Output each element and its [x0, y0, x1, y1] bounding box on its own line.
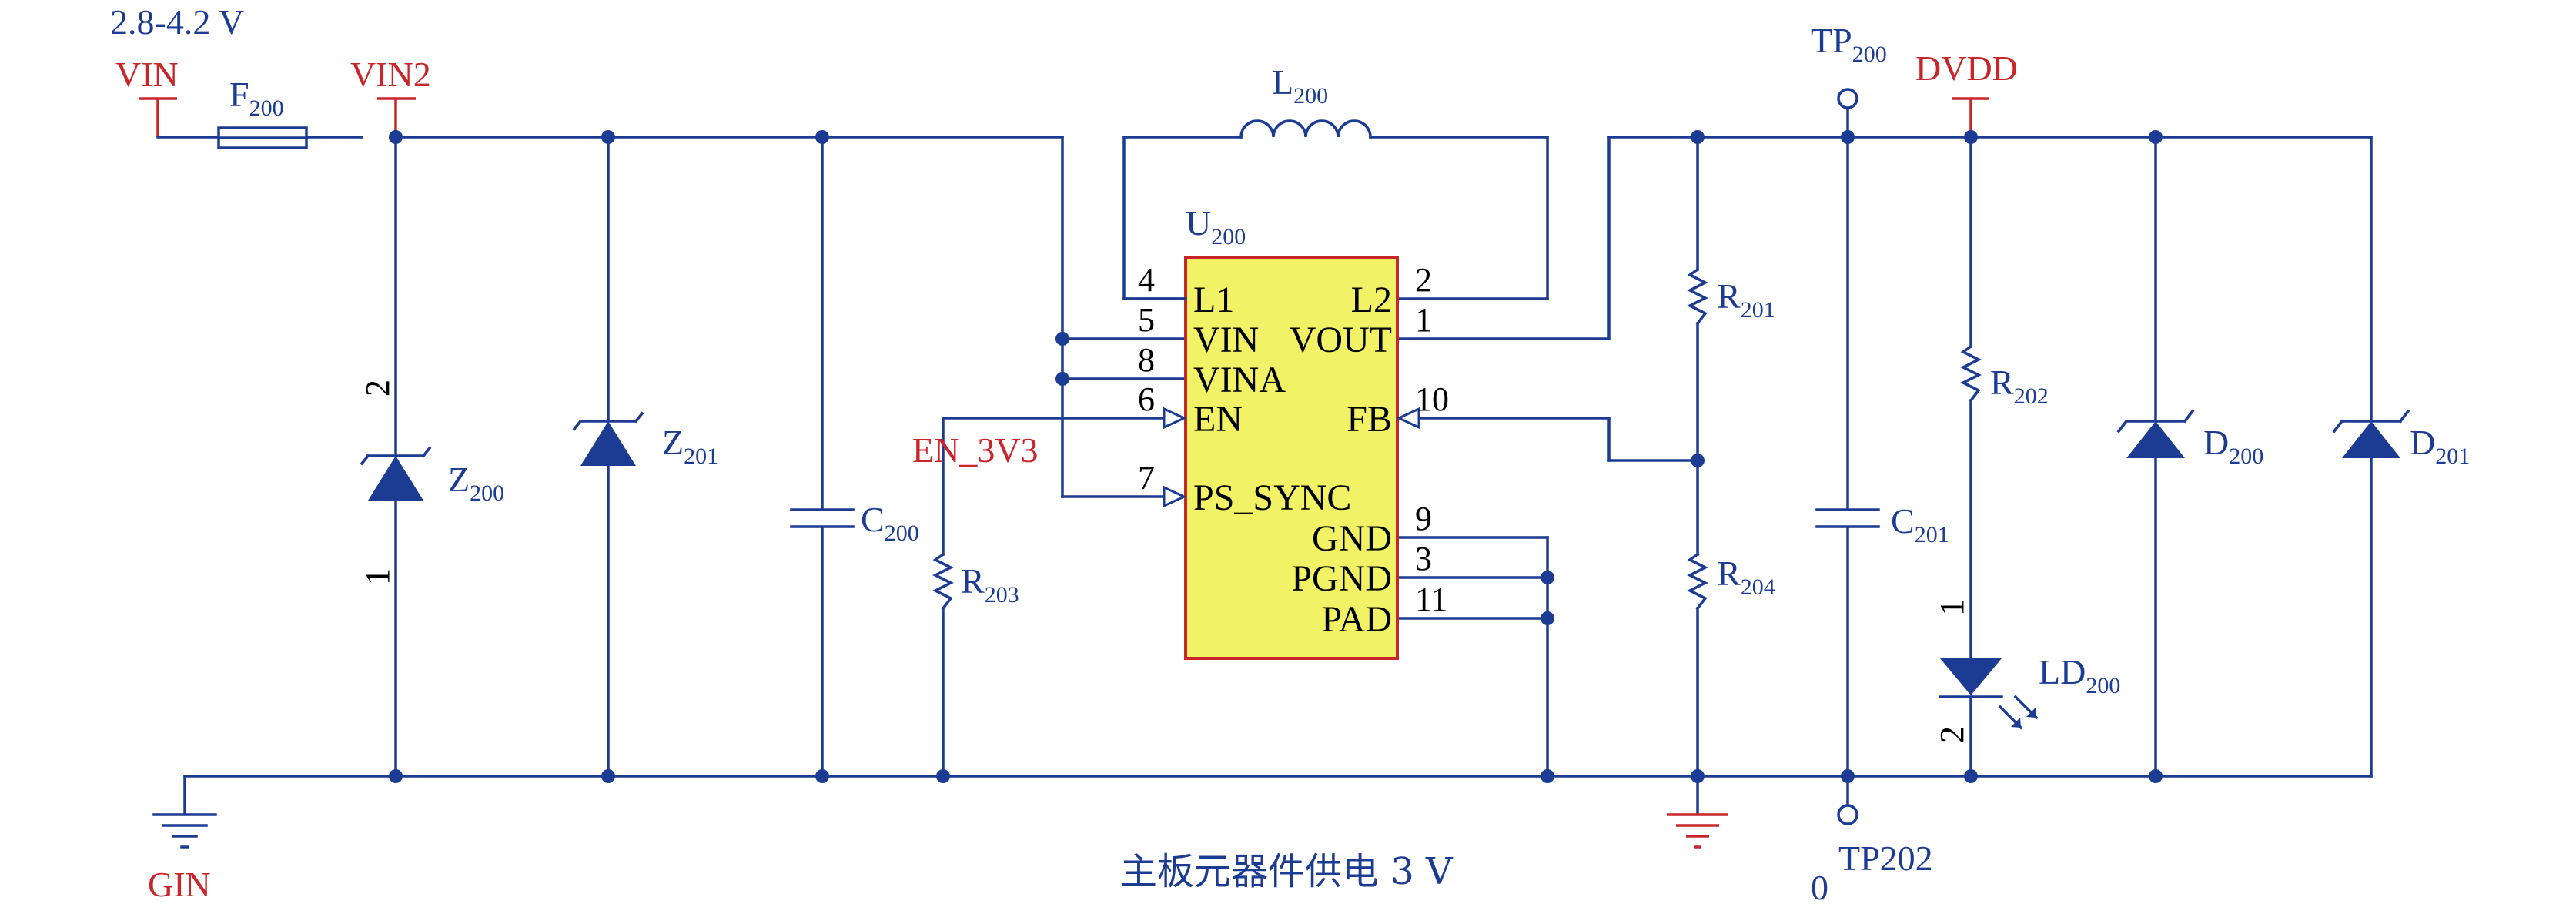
ground-symbol-right	[1667, 813, 1728, 849]
net-label-vin2: VIN2	[350, 55, 431, 94]
test-point-tp202: TP202 0	[1811, 804, 1933, 907]
ic-pin-num-gnd: 9	[1415, 500, 1432, 537]
ic-pin-name-l2: L2	[1351, 280, 1392, 320]
ic-pin-num-vina: 8	[1138, 341, 1155, 379]
z200-label: Z200	[448, 460, 504, 506]
ld200-pin-top: 1	[1933, 599, 1971, 616]
z200-pin-top: 2	[359, 380, 396, 397]
tp200-label: TP200	[1811, 21, 1887, 67]
z201-label: Z201	[662, 423, 718, 469]
net-label-gin: GIN	[148, 865, 211, 904]
diagram-caption: 主板元器件供电 3 V	[1120, 850, 1454, 893]
r201-label: R201	[1717, 276, 1775, 323]
ic-pin-num-pad: 11	[1415, 581, 1447, 618]
ground-symbol-left	[152, 813, 217, 849]
ld200-pin-bottom: 2	[1933, 726, 1971, 743]
supply-range-label: 2.8-4.2 V	[110, 2, 244, 42]
u200-label: U200	[1186, 203, 1246, 249]
ic-pin-name-vina: VINA	[1193, 360, 1286, 400]
net-label-vin: VIN	[115, 55, 179, 94]
tp202-label: TP202	[1838, 839, 1933, 878]
ic-pin-num-pgnd: 3	[1415, 540, 1432, 578]
ic-u200: U200 4 5 8 6 7 L1 VIN VINA EN PS_SYNC 2 …	[1122, 203, 1449, 660]
tp202-value: 0	[1811, 868, 1828, 907]
zener-z201: Z201	[572, 411, 718, 469]
ic-pin-num-l2: 2	[1415, 261, 1432, 299]
net-label-dvdd: DVDD	[1915, 49, 2018, 88]
ic-pin-num-vin: 5	[1138, 301, 1155, 339]
l200-label: L200	[1272, 62, 1328, 109]
d201-label: D201	[2410, 423, 2470, 469]
inductor-l200: L200	[1239, 62, 1372, 139]
ic-pin-name-vin: VIN	[1193, 320, 1259, 360]
r204-label: R204	[1717, 554, 1775, 600]
diode-d201: D201	[2332, 409, 2470, 469]
resistor-r202: R202	[1960, 344, 2049, 409]
ic-pin-name-vout: VOUT	[1290, 320, 1392, 360]
c200-label: C200	[861, 500, 919, 546]
resistor-r203: R203	[932, 552, 1019, 611]
test-point-tp200: TP200	[1811, 21, 1887, 109]
capacitor-c201: C201	[1815, 501, 1949, 547]
net-label-en-3v3: EN_3V3	[912, 430, 1039, 470]
c201-label: C201	[1891, 501, 1949, 547]
junctions	[389, 130, 2163, 783]
ic-pin-name-en: EN	[1193, 399, 1243, 440]
z200-pin-bottom: 1	[359, 568, 396, 585]
ic-pin-name-l1: L1	[1193, 280, 1234, 320]
ic-pin-num-en: 6	[1138, 380, 1155, 418]
ic-pin-name-pgnd: PGND	[1291, 558, 1392, 599]
ic-pin-num-vout: 1	[1415, 301, 1432, 339]
fuse-f200: F200	[217, 75, 308, 149]
ic-pin-name-fb: FB	[1347, 399, 1392, 440]
d200-label: D200	[2203, 423, 2263, 469]
resistor-r204: R204	[1687, 552, 1775, 611]
ic-pin-name-ps-sync: PS_SYNC	[1193, 477, 1351, 518]
f200-label: F200	[229, 75, 284, 121]
zener-z200: Z200 2 1	[359, 380, 504, 585]
ic-pin-num-fb: 10	[1415, 380, 1449, 418]
led-ld200: LD200 1 2	[1933, 599, 2120, 743]
ic-pin-name-pad: PAD	[1321, 599, 1392, 640]
capacitor-c200: C200	[790, 500, 919, 546]
ic-pin-num-l1: 4	[1138, 261, 1155, 299]
r202-label: R202	[1990, 363, 2049, 409]
ic-pin-name-gnd: GND	[1312, 518, 1392, 559]
resistor-r201: R201	[1687, 267, 1775, 326]
diode-d200: D200	[2116, 409, 2263, 469]
ld200-label: LD200	[2039, 652, 2120, 698]
r203-label: R203	[961, 561, 1019, 608]
ic-pin-num-ps-sync: 7	[1138, 459, 1155, 497]
